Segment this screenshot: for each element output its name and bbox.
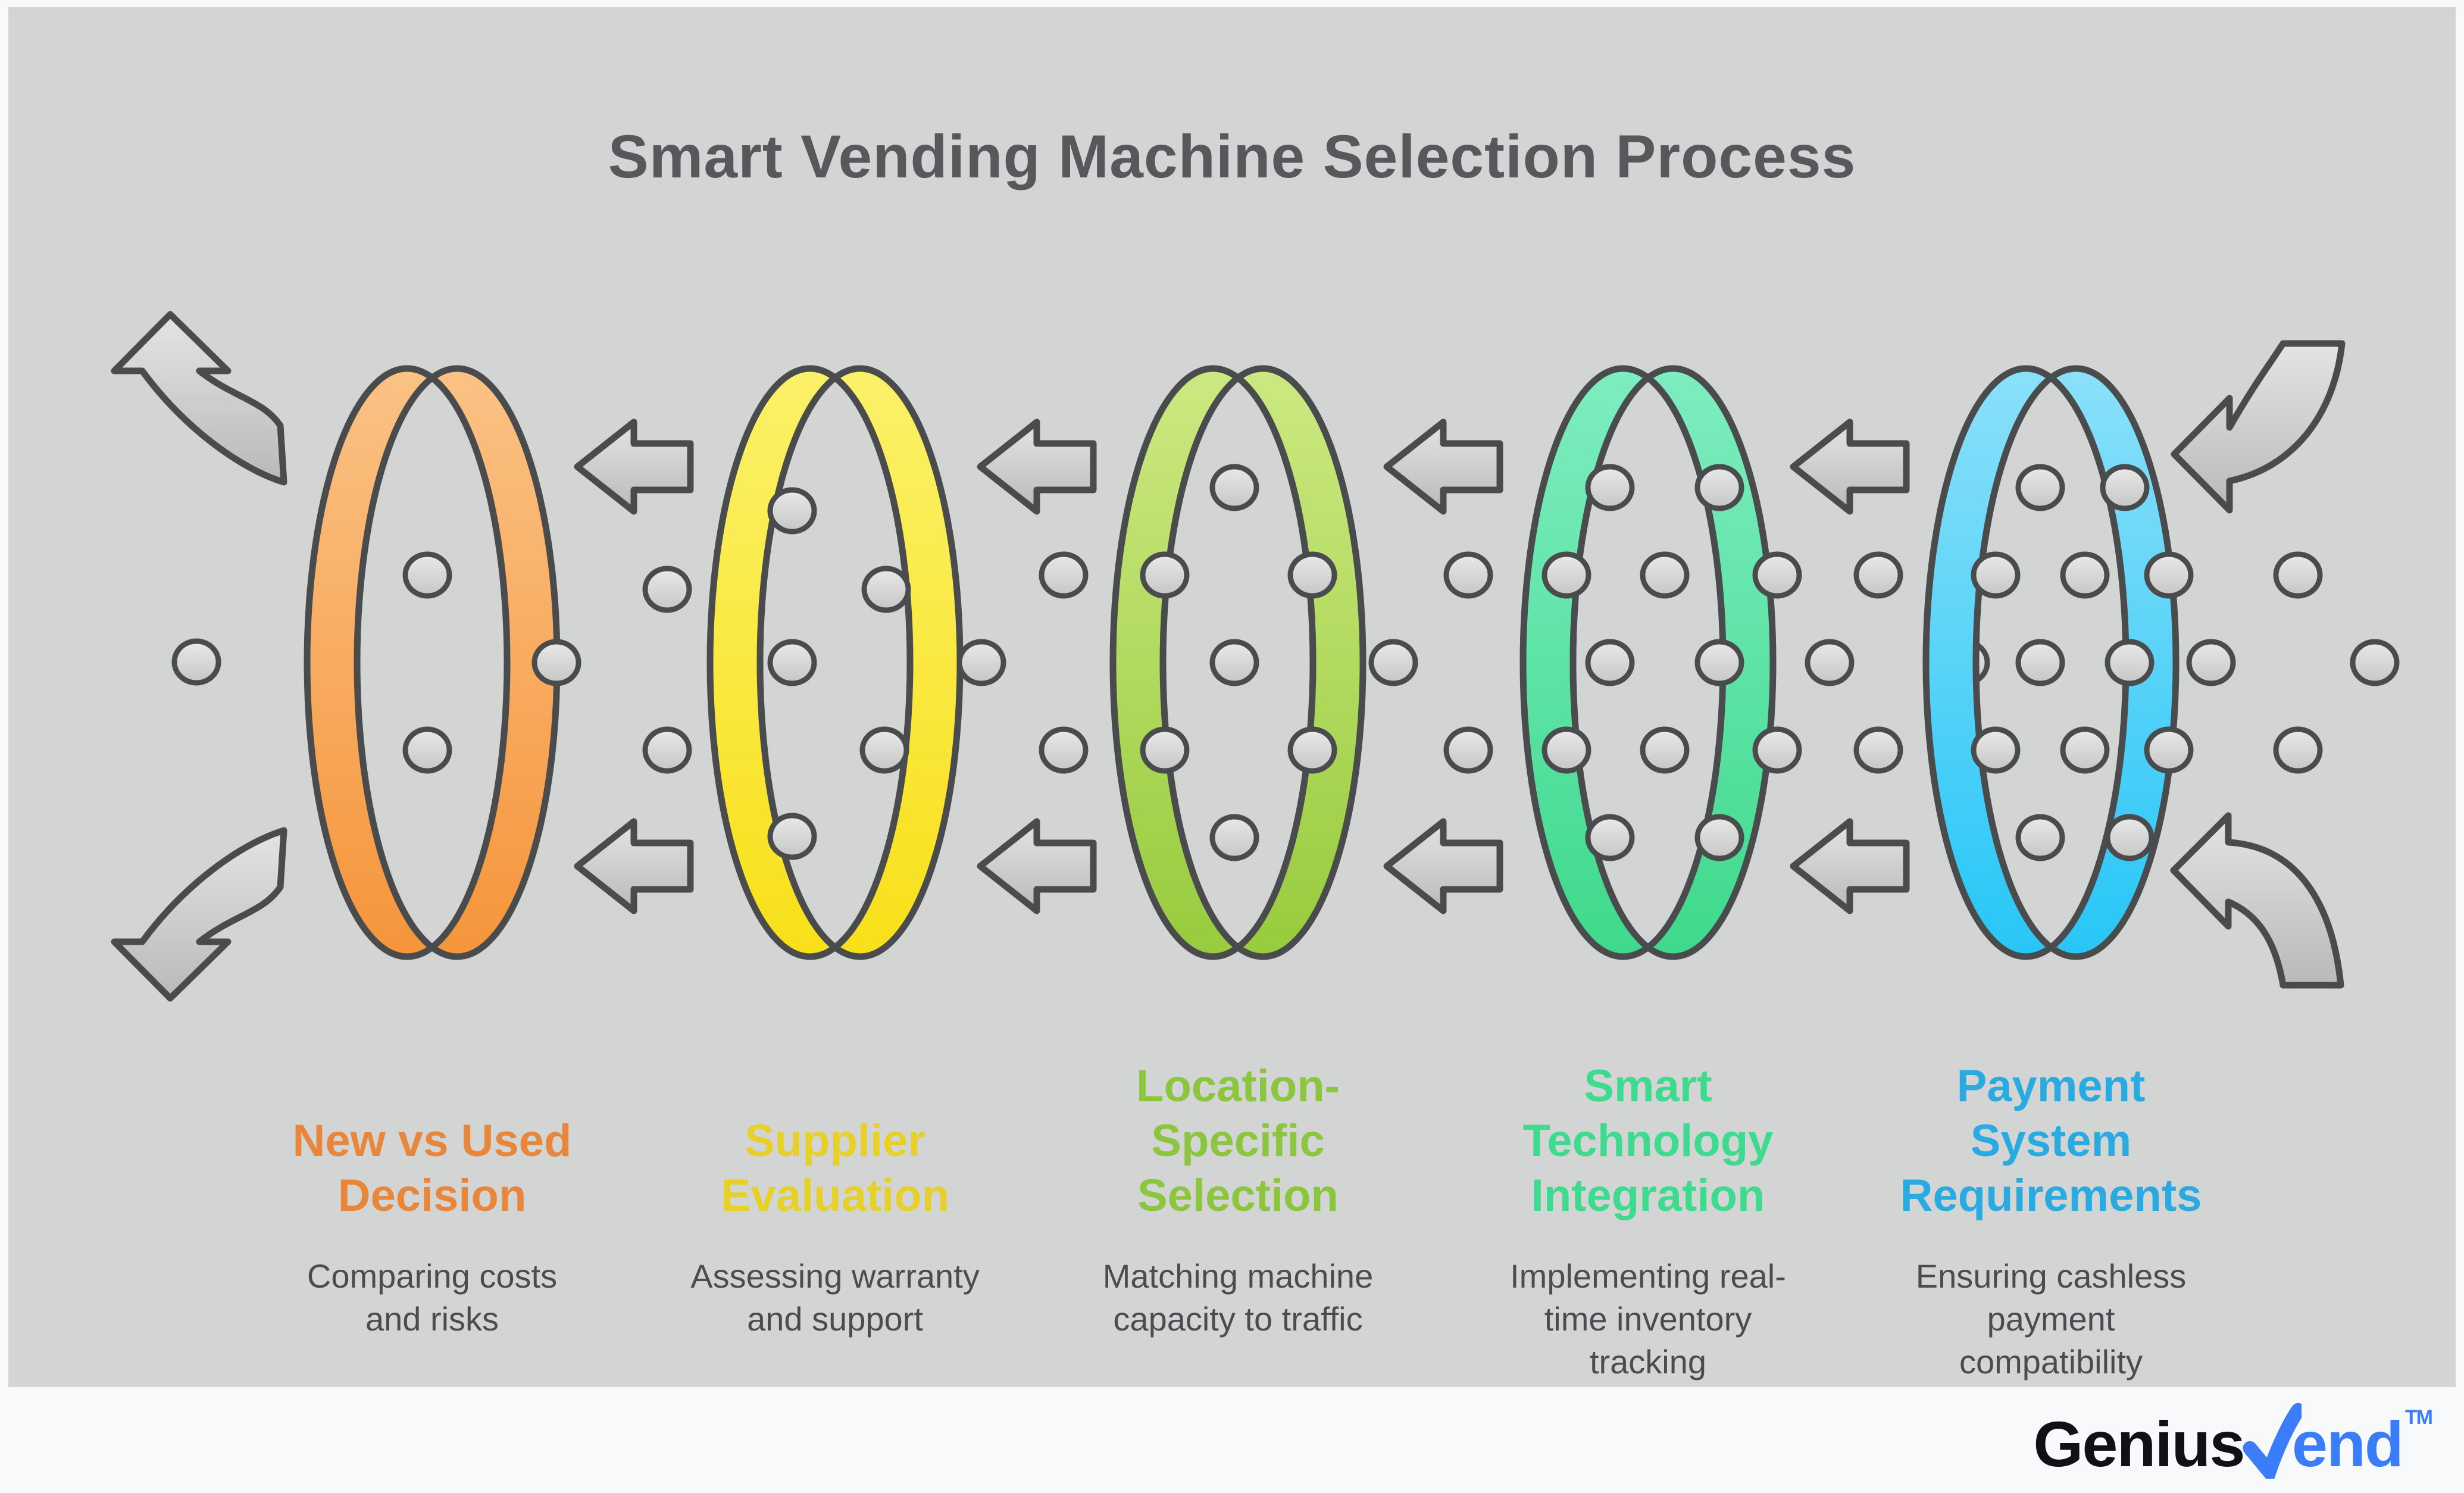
decorative-dot bbox=[2105, 639, 2155, 686]
left-arrow-icon bbox=[1383, 818, 1503, 914]
curved-arrow-top-left-icon bbox=[111, 311, 287, 486]
decorative-dot bbox=[1209, 814, 1259, 861]
step-description: Matching machine capacity to traffic bbox=[1102, 1257, 1374, 1338]
step-column-new-vs-used: New vs Used Decision Comparing costs and… bbox=[265, 0, 599, 1493]
trademark-symbol: TM bbox=[2404, 1406, 2433, 1429]
decorative-dot bbox=[1140, 726, 1190, 774]
decorative-dot bbox=[1752, 726, 1802, 774]
logo-text-vend: end bbox=[2291, 1408, 2404, 1480]
decorative-dot bbox=[1585, 639, 1635, 686]
decorative-dot bbox=[531, 639, 581, 686]
decorative-dot bbox=[1287, 726, 1337, 774]
decorative-dot bbox=[767, 639, 817, 686]
decorative-dot bbox=[2100, 464, 2150, 511]
step-column-location-specific: Location- Specific Selection Matching ma… bbox=[1071, 0, 1405, 1493]
step-heading: Supplier Evaluation bbox=[720, 1116, 950, 1221]
step-description: Assessing warranty and support bbox=[690, 1257, 980, 1338]
left-arrow-icon bbox=[1790, 818, 1910, 914]
decorative-dot bbox=[1039, 726, 1089, 774]
curved-arrow-top-right-icon bbox=[2171, 340, 2346, 514]
decorative-dot bbox=[2350, 639, 2400, 686]
decorative-dot bbox=[2015, 464, 2065, 511]
step-column-smart-technology: Smart Technology Integration Implementin… bbox=[1481, 0, 1815, 1493]
decorative-dot bbox=[1039, 551, 1089, 599]
step-heading: Smart Technology Integration bbox=[1522, 1061, 1774, 1221]
decorative-dot bbox=[2186, 639, 2236, 686]
left-arrows-layer bbox=[574, 418, 1910, 914]
background-dots bbox=[171, 464, 2400, 861]
decorative-dot bbox=[1694, 464, 1744, 511]
decorative-dot bbox=[2015, 639, 2065, 686]
left-arrow-icon bbox=[1383, 418, 1503, 515]
decorative-dot bbox=[1694, 639, 1744, 686]
decorative-dot bbox=[1805, 639, 1855, 686]
decorative-dot bbox=[956, 639, 1006, 686]
decorative-dot bbox=[1853, 551, 1903, 599]
left-arrow-icon bbox=[574, 818, 694, 914]
step-description: Comparing costs and risks bbox=[307, 1257, 558, 1338]
decorative-dot bbox=[1971, 551, 2021, 599]
decorative-dot bbox=[2273, 726, 2323, 774]
decorative-dot bbox=[1640, 726, 1690, 774]
curved-arrow-bottom-right-icon bbox=[2170, 812, 2344, 989]
step-description: Ensuring cashless payment compatibility bbox=[1915, 1257, 2187, 1380]
left-arrow-icon bbox=[977, 418, 1097, 515]
decorative-dot bbox=[2144, 551, 2194, 599]
decorative-dot bbox=[1368, 639, 1418, 686]
decorative-dot bbox=[1585, 464, 1635, 511]
decorative-dot bbox=[1853, 726, 1903, 774]
step-heading: Location- Specific Selection bbox=[1136, 1061, 1340, 1221]
step-description: Implementing real- time inventory tracki… bbox=[1510, 1257, 1786, 1380]
decorative-dot bbox=[767, 813, 817, 860]
checkmark-icon bbox=[2242, 1403, 2302, 1479]
decorative-dot bbox=[642, 566, 692, 613]
step-heading: New vs Used Decision bbox=[292, 1116, 572, 1221]
left-arrow-icon bbox=[574, 418, 694, 515]
decorative-dot bbox=[2015, 814, 2065, 861]
decorative-dot bbox=[402, 551, 452, 599]
decorative-dot bbox=[767, 487, 817, 535]
decorative-dot bbox=[2144, 726, 2194, 774]
canvas-background bbox=[8, 7, 2456, 1387]
logo-text-genius: Genius bbox=[2033, 1408, 2245, 1480]
decorative-dot bbox=[859, 726, 909, 774]
step-column-supplier-evaluation: Supplier Evaluation Assessing warranty a… bbox=[668, 0, 1002, 1493]
decorative-dot bbox=[1209, 639, 1259, 686]
decorative-dot bbox=[861, 566, 911, 613]
decorative-dot bbox=[1541, 726, 1591, 774]
decorative-dot bbox=[2060, 551, 2110, 599]
decorative-dot bbox=[1640, 551, 1690, 599]
decorative-dot bbox=[1443, 726, 1493, 774]
left-arrow-icon bbox=[977, 818, 1097, 914]
left-arrow-icon bbox=[1790, 418, 1910, 515]
page-title: Smart Vending Machine Selection Process bbox=[608, 123, 1856, 190]
decorative-dot bbox=[1287, 551, 1337, 599]
decorative-dot bbox=[171, 638, 221, 686]
decorative-dot bbox=[1541, 551, 1591, 599]
decorative-dot bbox=[402, 726, 452, 774]
curved-arrow-bottom-left-icon bbox=[111, 827, 287, 1002]
decorative-dot bbox=[1694, 814, 1744, 861]
step-column-payment-system: Payment System Requirements Ensuring cas… bbox=[1884, 0, 2218, 1493]
decorative-dot bbox=[2105, 814, 2155, 861]
decorative-dot bbox=[1585, 814, 1635, 861]
decorative-dot bbox=[1443, 551, 1493, 599]
decorative-dot bbox=[1971, 726, 2021, 774]
decorative-dot bbox=[1752, 551, 1802, 599]
brand-logo: Genius end TM bbox=[2033, 1403, 2433, 1481]
decorative-dot bbox=[642, 726, 692, 774]
decorative-dot bbox=[1209, 464, 1259, 511]
decorative-dot bbox=[1140, 551, 1190, 599]
process-ring-2 bbox=[1109, 365, 1367, 960]
decorative-dot bbox=[2273, 551, 2323, 599]
decorative-dot bbox=[2060, 726, 2110, 774]
step-heading: Payment System Requirements bbox=[1900, 1061, 2202, 1221]
